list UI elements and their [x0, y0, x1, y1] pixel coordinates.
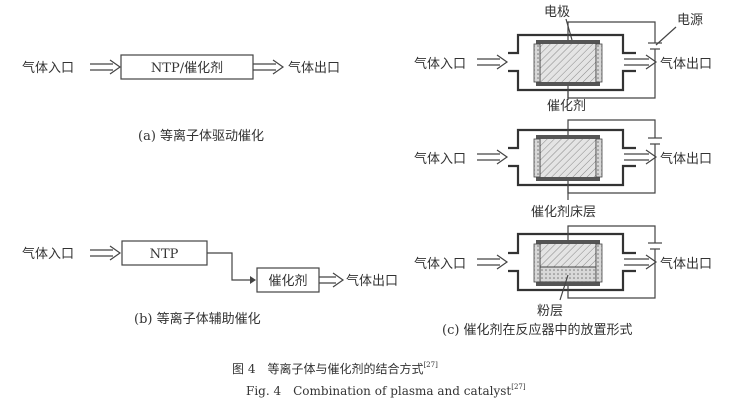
catalyst-block-1	[539, 42, 597, 84]
dielectric-left-1	[533, 43, 541, 83]
dielectric-right-1	[595, 43, 603, 83]
reactor-3-gas-inlet: 气体入口	[414, 256, 466, 272]
reactor-1-gas-inlet: 气体入口	[414, 56, 466, 72]
power-wire-top-2	[567, 119, 656, 138]
powder-layer-3	[539, 266, 597, 283]
panel-c-reactor-1: 电极 电源 气体入口 气体出口 催化剂	[414, 5, 712, 114]
electrode-top-2	[536, 135, 600, 139]
dielectric-left-2	[533, 138, 541, 178]
panel-b-gas-inlet: 气体入口	[22, 246, 74, 262]
panel-a-ntp-catalyst-box	[120, 54, 254, 80]
dielectric-right-2	[595, 138, 603, 178]
panel-a-caption: (a) 等离子体驱动催化	[138, 128, 264, 144]
panel-b-caption: (b) 等离子体辅助催化	[134, 311, 261, 327]
panel-a-gas-outlet: 气体出口	[288, 60, 340, 76]
plasma-zone-3	[539, 242, 597, 268]
reactor-2-arrow-out-icon	[624, 149, 658, 165]
panel-b-connector-arrow-icon	[250, 276, 256, 284]
label-catalyst: 催化剂	[547, 99, 586, 114]
electrode-bottom-1	[536, 82, 600, 86]
reactor-1-tube-bottom	[508, 69, 636, 92]
dielectric-left-3	[533, 243, 541, 283]
power-wire-top-1	[567, 21, 656, 43]
reactor-3-gas-outlet: 气体出口	[660, 256, 712, 272]
electrode-top-1	[536, 40, 600, 44]
reactor-2-tube-top	[508, 128, 636, 150]
power-wire-bottom-3	[567, 249, 656, 299]
panel-b-catalyst-box	[256, 267, 320, 293]
panel-b-ntp-label: NTP	[150, 247, 179, 262]
panel-a-arrow-in-icon	[90, 59, 122, 75]
electrode-bottom-2	[536, 177, 600, 181]
panel-b-connector-line	[207, 252, 250, 281]
figure-caption-en: Fig. 4 Combination of plasma and catalys…	[246, 384, 511, 398]
label-power-source: 电源	[677, 13, 703, 28]
reactor-2-gas-inlet: 气体入口	[414, 151, 466, 167]
electrode-leader-line	[565, 18, 573, 41]
reactor-3-tube-bottom	[508, 269, 636, 292]
label-catalyst-bed: 催化剂床层	[531, 205, 596, 220]
reactor-3-arrow-out-icon	[624, 254, 658, 270]
svg-text:Fig. 4 Combination of plasma a: Fig. 4 Combination of plasma and catalys…	[246, 383, 526, 398]
panel-c-reactor-2: 气体入口 气体出口 催化剂床层	[414, 119, 712, 220]
electrode-top-3	[536, 240, 600, 244]
label-electrode: 电极	[544, 5, 570, 20]
panel-b-catalyst-label: 催化剂	[268, 274, 307, 289]
power-wire-top-3	[567, 225, 656, 243]
label-powder-layer: 粉层	[537, 304, 563, 319]
power-leader-line	[655, 26, 677, 46]
panel-c-caption: (c) 催化剂在反应器中的放置形式	[442, 322, 633, 338]
panel-b: 气体入口 NTP 催化剂 气体出口 (b) 等离子体辅助催化	[22, 240, 398, 327]
electrode-bottom-3	[536, 282, 600, 286]
panel-b-gas-outlet: 气体出口	[346, 273, 398, 289]
svg-text:图 4 等离子体与催化剂的结合方式[27]: 图 4 等离子体与催化剂的结合方式[27]	[232, 361, 438, 376]
reactor-3-arrow-in-icon	[477, 254, 509, 270]
panel-c-reactor-3: 气体入口 气体出口 粉层 (c) 催化剂在反应器中的放置形式	[414, 225, 712, 338]
figure-caption-cn-ref: [27]	[423, 361, 438, 369]
reactor-1-tube-top	[508, 33, 636, 55]
reactor-1-gas-outlet: 气体出口	[660, 56, 712, 72]
reactor-1-arrow-in-icon	[477, 54, 509, 70]
reactor-2-tube-bottom	[508, 164, 636, 187]
reactor-2-arrow-in-icon	[477, 149, 509, 165]
reactor-1-arrow-out-icon	[624, 54, 658, 70]
panel-a-arrow-out-icon	[253, 59, 285, 75]
figure-caption-en-ref: [27]	[511, 383, 526, 391]
reactor-3-tube-top	[508, 232, 636, 255]
panel-b-arrow-out-icon	[319, 272, 345, 288]
catalyst-bed-2	[539, 137, 597, 179]
panel-a-box-label: NTP/催化剂	[151, 61, 223, 76]
figure-caption: 图 4 等离子体与催化剂的结合方式[27] Fig. 4 Combination…	[232, 361, 526, 398]
figure-caption-cn: 图 4 等离子体与催化剂的结合方式	[232, 361, 423, 376]
dielectric-right-3	[595, 243, 603, 283]
panel-b-arrow-in-icon	[90, 245, 122, 261]
panel-a-gas-inlet: 气体入口	[22, 60, 74, 76]
panel-a: 气体入口 NTP/催化剂 气体出口 (a) 等离子体驱动催化	[22, 54, 340, 144]
reactor-2-gas-outlet: 气体出口	[660, 151, 712, 167]
